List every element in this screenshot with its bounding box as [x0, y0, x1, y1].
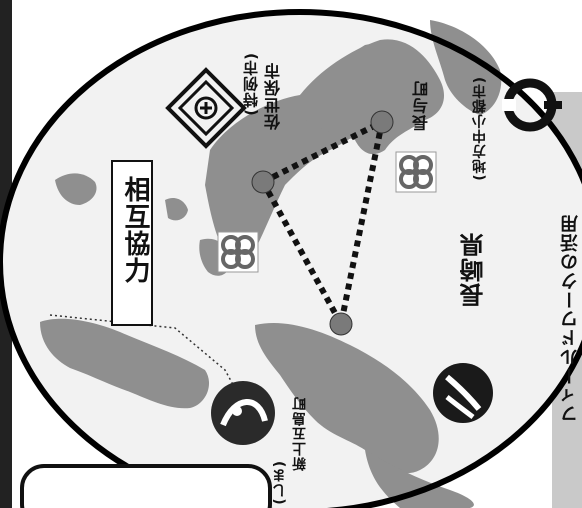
nagasaki-prefecture-emblem-icon — [433, 363, 493, 423]
land-nagayo-area — [300, 39, 445, 155]
land-south-chain — [365, 450, 474, 508]
clover-logo-icon — [395, 151, 437, 193]
shinkamigoto-name-label: 新上五島町 — [292, 396, 308, 471]
cooperation-triangle — [260, 119, 385, 326]
map-ellipse-frame — [0, 9, 582, 508]
prefecture-label: 長崎県 — [460, 232, 488, 307]
sasebo-type-label: (特例市) — [242, 52, 260, 116]
route-nagayo-shinkamigoto — [338, 121, 385, 325]
marker-shinkamigoto — [329, 312, 353, 336]
location-markers — [251, 110, 394, 336]
land-small-island-left — [55, 173, 97, 205]
nagayo-name-label: 長与町 — [412, 80, 431, 131]
nagayo-type-label: (地方中小都市) — [472, 76, 488, 181]
cooperation-label: 相互協力 — [120, 176, 150, 284]
marker-sasebo — [251, 170, 275, 194]
bottom-left-frame — [20, 464, 272, 508]
nagayo-town-emblem-icon — [502, 78, 562, 132]
land-small-island-mid — [165, 198, 188, 221]
land-goto-islands — [40, 318, 210, 409]
sasebo-city-emblem-icon — [165, 67, 247, 149]
clover-logo-icon — [217, 231, 259, 273]
route-sasebo-nagayo — [261, 119, 384, 185]
cooperation-label-box: 相互協力 — [111, 160, 153, 326]
route-sasebo-shinkamigoto — [260, 180, 344, 326]
shinkamigoto-type-label: (しま) — [272, 460, 288, 505]
land-southern-islands — [255, 322, 439, 474]
sasebo-name-label: 佐世保市 — [264, 62, 283, 130]
marker-nagayo — [370, 110, 394, 134]
side-caption-label: フィールドワークの活用 — [560, 214, 581, 423]
shinkamigoto-town-emblem-icon — [211, 381, 275, 445]
